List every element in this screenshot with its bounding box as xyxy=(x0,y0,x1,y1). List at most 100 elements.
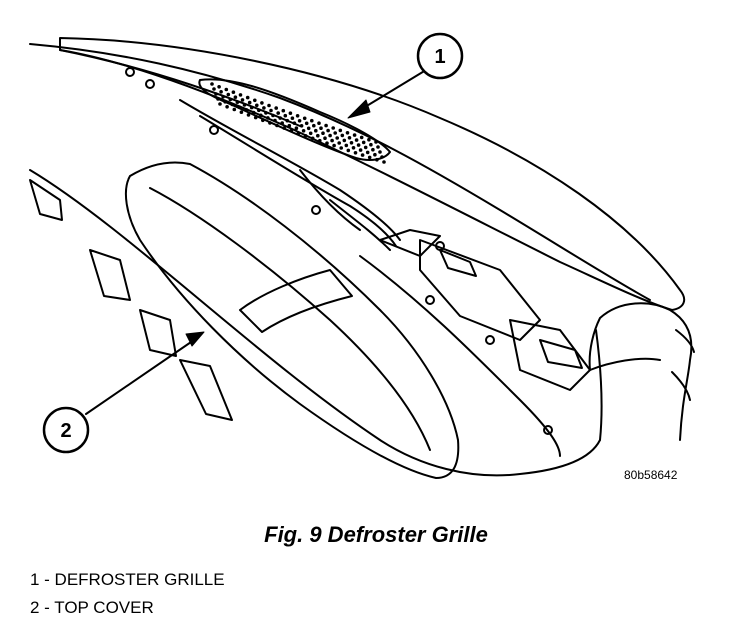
grille-perforation xyxy=(324,123,328,128)
instrument-panel-top-pad xyxy=(59,37,686,311)
grille-perforation xyxy=(367,155,372,160)
grille-perforation xyxy=(262,106,266,110)
grille-perforation xyxy=(239,110,244,114)
grille-perforation xyxy=(210,82,214,86)
grille-perforation xyxy=(247,100,252,105)
grille-perforation xyxy=(374,140,378,144)
grille-perforation xyxy=(349,141,354,145)
grille-perforation xyxy=(294,126,299,130)
grille-perforation xyxy=(310,118,314,123)
grille-perforation xyxy=(281,108,286,113)
grille-perforation xyxy=(332,143,336,148)
grille-perforation xyxy=(264,111,268,115)
grille-perforation xyxy=(244,108,249,112)
grille-perforation xyxy=(288,111,293,115)
legend-item: 2 - TOP COVER xyxy=(30,598,154,617)
grille-perforation xyxy=(375,157,379,162)
grille-perforation xyxy=(283,113,288,118)
grille-perforation xyxy=(282,126,287,130)
grille-perforation xyxy=(267,103,271,108)
grille-perforation xyxy=(331,126,336,130)
legend-item: 1 - DEFROSTER GRILLE xyxy=(30,570,225,589)
grille-perforation xyxy=(365,150,370,155)
grille-perforation xyxy=(356,143,361,147)
grille-perforation xyxy=(378,150,382,154)
grille-perforation xyxy=(223,100,227,104)
grille-perforation xyxy=(316,133,320,138)
grille-perforation xyxy=(304,121,309,126)
grille-perforation xyxy=(353,151,358,155)
grille-perforation xyxy=(358,148,363,152)
technician-hand xyxy=(588,302,695,441)
grille-perforation xyxy=(254,103,259,108)
grille-perforation xyxy=(246,113,251,117)
grille-perforation xyxy=(321,131,325,135)
grille-perforation xyxy=(216,97,220,101)
callout-2-number: 2 xyxy=(60,420,71,442)
grille-perforation xyxy=(295,114,300,118)
grille-perforation xyxy=(344,143,349,148)
grille-perforation xyxy=(266,116,270,120)
grille-perforation xyxy=(317,121,321,125)
grille-perforation xyxy=(226,92,231,97)
grille-perforation xyxy=(292,121,297,125)
grille-perforation xyxy=(261,118,265,123)
grille-perforation xyxy=(361,140,366,145)
grille-perforation xyxy=(212,87,216,91)
grille-perforation xyxy=(301,129,306,133)
grille-perforation xyxy=(359,135,364,140)
grille-perforation xyxy=(363,145,368,150)
grille-perforation xyxy=(224,87,229,92)
figure-caption: Fig. 9 Defroster Grille xyxy=(264,522,488,547)
grille-perforation xyxy=(273,118,277,123)
grille-perforation xyxy=(333,131,338,135)
grille-perforation xyxy=(310,136,315,141)
grille-perforation xyxy=(230,102,235,107)
grille-perforation xyxy=(214,92,218,96)
grille-perforation xyxy=(369,142,373,147)
grille-perforation xyxy=(382,160,386,164)
grille-perforation xyxy=(218,102,222,106)
grille-perforation xyxy=(268,121,272,125)
grille-perforation xyxy=(306,126,311,131)
grille-perforation xyxy=(249,105,254,110)
grille-perforation xyxy=(253,115,258,120)
grille-perforation xyxy=(287,123,292,128)
grille-perforation xyxy=(228,97,233,102)
grille-perforation xyxy=(345,131,350,135)
grille-perforation xyxy=(339,146,344,150)
grille-perforation xyxy=(318,138,322,143)
defroster-grille-illustration: 1 2 xyxy=(29,32,695,479)
grille-perforation xyxy=(297,119,302,123)
grille-perforation xyxy=(232,107,237,112)
grille-perforation xyxy=(312,123,316,128)
grille-perforation xyxy=(351,146,356,150)
grille-perforation xyxy=(296,131,301,135)
grille-perforation xyxy=(231,90,236,94)
grille-perforation xyxy=(245,95,250,100)
top-cover xyxy=(124,161,460,479)
grille-perforation xyxy=(221,95,225,99)
grille-perforation xyxy=(253,98,257,103)
callout-leader-2 xyxy=(85,331,205,415)
grille-perforation xyxy=(289,128,294,133)
grille-perforation xyxy=(338,128,343,133)
grille-perforation xyxy=(352,133,357,137)
grille-perforation xyxy=(360,153,365,157)
callout-leader-1 xyxy=(347,69,427,119)
grille-perforation xyxy=(275,123,279,128)
grille-perforation xyxy=(376,145,380,149)
grille-perforation xyxy=(260,101,264,105)
grille-perforation xyxy=(259,113,263,118)
grille-perforation xyxy=(276,111,281,115)
grille-perforation xyxy=(278,116,283,120)
grille-perforation xyxy=(347,136,352,140)
figure-id-code: 80b58642 xyxy=(624,468,678,482)
grille-perforation xyxy=(380,155,384,159)
grille-perforation xyxy=(330,138,334,143)
grille-perforation xyxy=(325,141,329,145)
grille-perforation xyxy=(323,136,327,140)
grille-perforation xyxy=(328,133,332,138)
grille-perforation xyxy=(314,128,318,133)
retaining-clips xyxy=(125,67,553,435)
